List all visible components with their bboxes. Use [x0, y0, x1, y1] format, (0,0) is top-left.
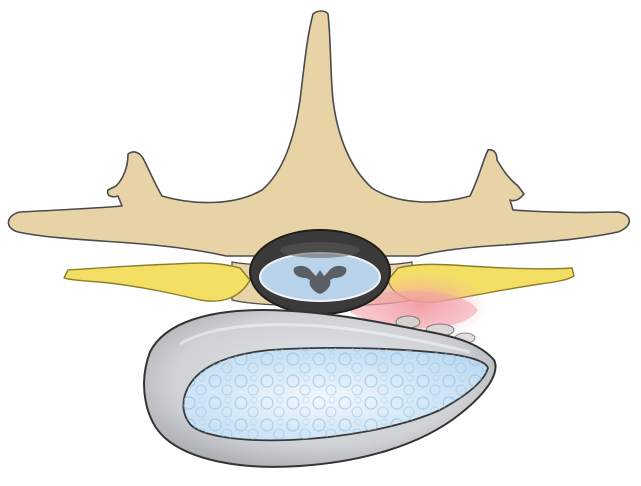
spinal-canal: [250, 230, 390, 314]
nerve-root-left: [64, 263, 250, 301]
vertebra-body-outline: [8, 11, 629, 256]
